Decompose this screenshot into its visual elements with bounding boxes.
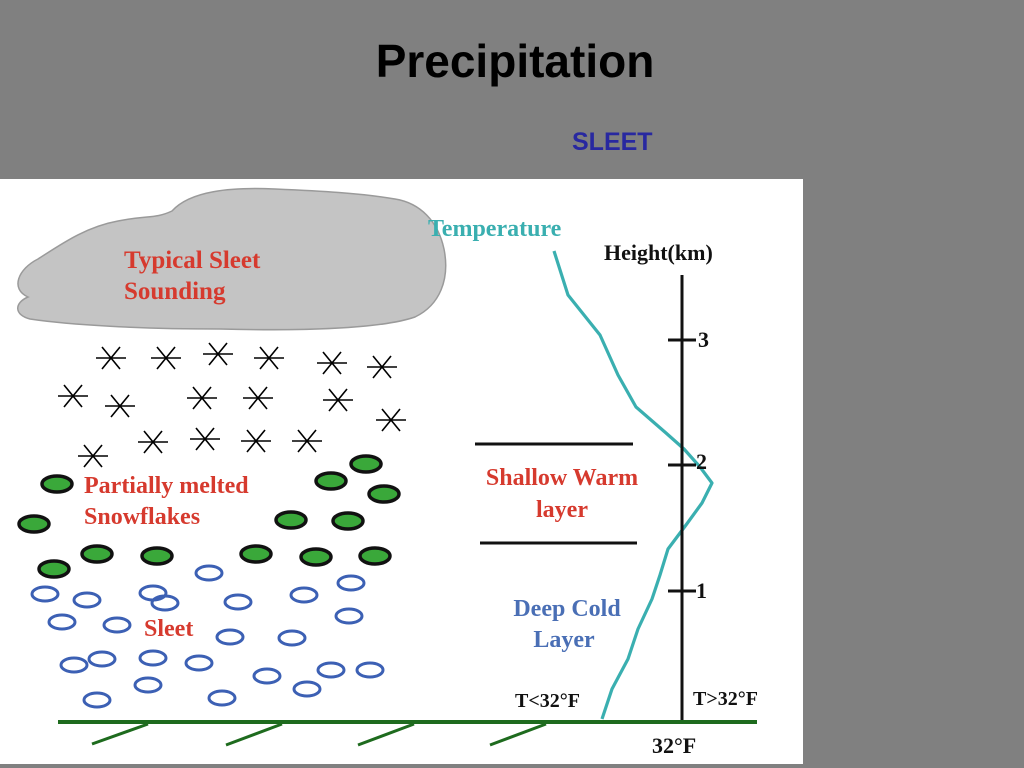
- sleet-pellet-icon: [336, 574, 366, 592]
- snowflake-icon: [187, 386, 217, 410]
- snowflake-icon: [367, 355, 397, 379]
- snowflake-icon: [203, 342, 233, 366]
- warm-layer-label-line1: Shallow Warm: [486, 465, 638, 491]
- sleet-pellet-icon: [277, 629, 307, 647]
- height-tick-label-1: 1: [696, 578, 707, 603]
- melted-flake-icon: [274, 510, 308, 530]
- above-freezing-label: T>32°F: [693, 688, 758, 710]
- sleet-pellet-icon: [215, 628, 245, 646]
- sleet-pellet-icon: [355, 661, 385, 679]
- temperature-curve: [552, 250, 714, 720]
- snowflake-group: [58, 342, 406, 468]
- sleet-pellet-icon: [316, 661, 346, 679]
- sleet-pellet-icon: [102, 616, 132, 634]
- sleet-pellet-icon: [252, 667, 282, 685]
- melted-flake-icon: [358, 546, 392, 566]
- ground-hatch-mark: [91, 722, 149, 746]
- cloud-label-line1: Typical Sleet: [124, 247, 261, 274]
- snowflake-icon: [58, 384, 88, 408]
- sleet-pellet-icon: [194, 564, 224, 582]
- cloud-shape: [17, 187, 447, 331]
- ground-hatch-mark: [489, 722, 547, 747]
- sleet-sounding-diagram: Typical Sleet Sounding Partially melted …: [0, 179, 803, 764]
- sleet-pellet-group: [30, 564, 385, 709]
- ground-hatch-mark: [225, 722, 283, 747]
- sleet-pellet-icon: [87, 650, 117, 668]
- melted-flake-icon: [140, 546, 174, 566]
- snowflake-icon: [317, 351, 347, 375]
- sleet-pellet-icon: [47, 613, 77, 631]
- ground-hatch-marks: [91, 722, 547, 747]
- melted-flake-icon: [299, 547, 333, 567]
- diagram-canvas: Typical Sleet Sounding Partially melted …: [17, 187, 758, 758]
- sleet-pellet-icon: [334, 607, 364, 625]
- height-axis-label: Height(km): [604, 240, 713, 265]
- sleet-pellet-icon: [82, 691, 112, 709]
- snowflake-icon: [292, 429, 322, 453]
- snowflake-icon: [243, 386, 273, 410]
- sleet-pellet-icon: [289, 586, 319, 604]
- sleet-pellet-icon: [150, 594, 180, 612]
- cloud-label-line2: Sounding: [124, 278, 226, 305]
- sleet-pellet-icon: [138, 584, 168, 602]
- partial-label-line2: Snowflakes: [84, 504, 200, 530]
- melted-flake-icon: [331, 511, 365, 531]
- height-tick-label-2: 2: [696, 449, 707, 474]
- sleet-pellet-icon: [133, 676, 163, 694]
- melted-flake-icon: [367, 484, 401, 504]
- freezing-point-label: 32°F: [652, 733, 696, 758]
- snowflake-icon: [138, 430, 168, 454]
- sleet-pellet-icon: [138, 649, 168, 667]
- sleet-pellet-icon: [223, 593, 253, 611]
- snowflake-icon: [96, 346, 126, 370]
- warm-layer-label-line2: layer: [536, 497, 588, 523]
- temperature-label: Temperature: [428, 216, 562, 242]
- melted-flake-icon: [37, 559, 71, 579]
- melted-flake-icon: [314, 471, 348, 491]
- snowflake-icon: [254, 346, 284, 370]
- below-freezing-label: T<32°F: [515, 690, 580, 712]
- melted-flake-icon: [349, 454, 383, 474]
- sleet-pellet-icon: [292, 680, 322, 698]
- ground-hatch-mark: [357, 722, 415, 747]
- slide-title: Precipitation: [375, 35, 655, 87]
- melted-flake-icon: [17, 514, 51, 534]
- partial-label-line1: Partially melted: [84, 473, 249, 499]
- snowflake-icon: [78, 444, 108, 468]
- height-tick-label-3: 3: [698, 327, 709, 352]
- sleet-label: Sleet: [144, 616, 193, 642]
- slide-subtitle: SLEET: [572, 128, 653, 156]
- snowflake-icon: [376, 408, 406, 432]
- sleet-pellet-icon: [184, 654, 214, 672]
- sleet-pellet-icon: [59, 656, 89, 674]
- cold-layer-label-line1: Deep Cold: [513, 596, 621, 622]
- melted-flake-icon: [40, 474, 74, 494]
- snowflake-icon: [241, 429, 271, 453]
- melted-flake-group: [17, 454, 401, 579]
- melted-flake-icon: [239, 544, 273, 564]
- snowflake-icon: [105, 394, 135, 418]
- cold-layer-label-line2: Layer: [533, 627, 595, 653]
- melted-flake-icon: [80, 544, 114, 564]
- sleet-pellet-icon: [72, 591, 102, 609]
- snowflake-icon: [323, 388, 353, 412]
- sleet-pellet-icon: [207, 689, 237, 707]
- sleet-pellet-icon: [30, 585, 60, 603]
- snowflake-icon: [151, 346, 181, 370]
- snowflake-icon: [190, 427, 220, 451]
